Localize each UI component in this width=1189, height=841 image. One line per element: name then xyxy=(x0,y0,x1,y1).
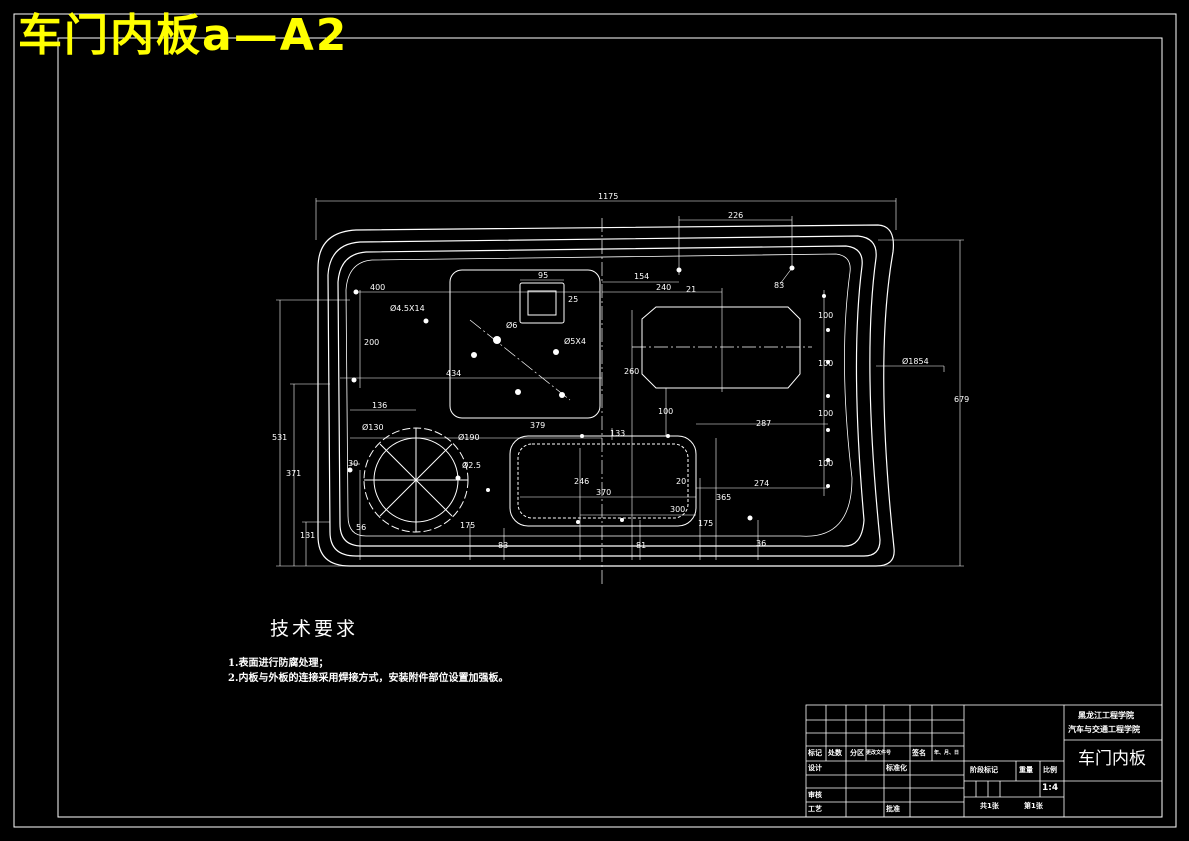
header-doc-no: 更改文件号 xyxy=(866,750,892,756)
dim-2-5: Ø2.5 xyxy=(462,460,481,470)
dim-136: 136 xyxy=(372,401,387,410)
dim-434: 434 xyxy=(446,369,461,378)
dim-175-b: 175 xyxy=(698,519,713,528)
dim-365: 365 xyxy=(716,493,731,502)
dim-25: 25 xyxy=(568,295,578,304)
upper-window xyxy=(449,269,601,419)
inner-frame xyxy=(57,37,1163,818)
dimension-lines xyxy=(276,198,964,567)
dim-100-b: 100 xyxy=(818,311,833,320)
dimension-labels: 1175 226 154 240 21 83 400 95 25 Ø4.5X14… xyxy=(272,192,969,550)
tech-requirement-2: 2.内板与外板的连接采用焊接方式，安装附件部位设置加强板。 xyxy=(228,673,509,684)
dim-260: 260 xyxy=(624,367,639,376)
sheets-total: 共1张 xyxy=(980,802,999,810)
dim-36: 36 xyxy=(756,539,766,548)
dim-154: 154 xyxy=(634,272,649,281)
dim-246: 246 xyxy=(574,477,589,486)
label-approve: 批准 xyxy=(886,805,900,813)
dim-81: 81 xyxy=(636,541,646,550)
dim-21: 21 xyxy=(686,285,696,294)
scale-value: 1:4 xyxy=(1042,783,1059,793)
school-name: 黑龙江工程学院 xyxy=(1078,711,1134,720)
dim-370: 370 xyxy=(596,488,611,497)
dim-95: 95 xyxy=(538,271,548,280)
dim-226: 226 xyxy=(728,211,743,220)
header-zone: 分区 xyxy=(850,749,864,757)
speaker-hole xyxy=(363,427,469,533)
department-name: 汽车与交通工程学院 xyxy=(1068,725,1140,734)
dim-175-a: 175 xyxy=(460,521,475,530)
tech-requirement-1: 1.表面进行防腐处理； xyxy=(228,658,329,669)
part-name: 车门内板 xyxy=(1078,749,1146,769)
dim-531: 531 xyxy=(272,433,287,442)
label-stage: 阶段标记 xyxy=(970,766,998,774)
outer-frame xyxy=(13,13,1177,828)
label-standardization: 标准化 xyxy=(886,764,907,772)
dim-190: Ø190 xyxy=(458,432,480,442)
label-review: 审核 xyxy=(808,791,822,799)
label-scale: 比例 xyxy=(1043,766,1057,774)
title-block-grid xyxy=(805,704,1163,818)
label-design: 设计 xyxy=(808,764,822,772)
dim-371: 371 xyxy=(286,469,301,478)
lower-slot xyxy=(509,435,697,527)
dim-133: 133 xyxy=(610,429,625,438)
dim-679: 679 xyxy=(954,395,969,404)
label-weight: 重量 xyxy=(1019,766,1033,774)
dim-379: 379 xyxy=(530,421,545,430)
dim-100-a: 100 xyxy=(658,407,673,416)
dim-274: 274 xyxy=(754,479,769,488)
header-count: 处数 xyxy=(828,749,842,757)
dim-131: 131 xyxy=(300,531,315,540)
dim-6: Ø6 xyxy=(506,320,517,330)
header-sign: 签名 xyxy=(912,749,926,757)
dim-83-b: 83 xyxy=(498,541,508,550)
dim-200: 200 xyxy=(364,338,379,347)
dim-83: 83 xyxy=(774,281,784,290)
dim-400: 400 xyxy=(370,283,385,292)
dim-30: 30 xyxy=(348,459,358,468)
dim-5x4: Ø5X4 xyxy=(564,336,586,346)
right-octagon-window xyxy=(641,306,801,389)
dim-100-c: 100 xyxy=(818,359,833,368)
header-mark: 标记 xyxy=(808,749,822,757)
dim-100-d: 100 xyxy=(818,409,833,418)
dim-287: 287 xyxy=(756,419,771,428)
sheet-number: 第1张 xyxy=(1024,802,1043,810)
dim-1854: Ø1854 xyxy=(902,356,929,366)
dim-130: Ø130 xyxy=(362,422,384,432)
dim-100-e: 100 xyxy=(818,459,833,468)
dim-240: 240 xyxy=(656,283,671,292)
dim-1175: 1175 xyxy=(598,192,618,201)
dim-300: 300 xyxy=(670,505,685,514)
dim-56: 56 xyxy=(356,523,366,532)
drawing-title: 车门内板a—A2 xyxy=(18,10,349,61)
dim-4-5x14: Ø4.5X14 xyxy=(390,303,425,313)
dim-20: 20 xyxy=(676,477,686,486)
tech-requirements-title: 技术要求 xyxy=(270,618,359,640)
header-date: 年、月、日 xyxy=(934,750,960,756)
label-process: 工艺 xyxy=(808,805,822,813)
